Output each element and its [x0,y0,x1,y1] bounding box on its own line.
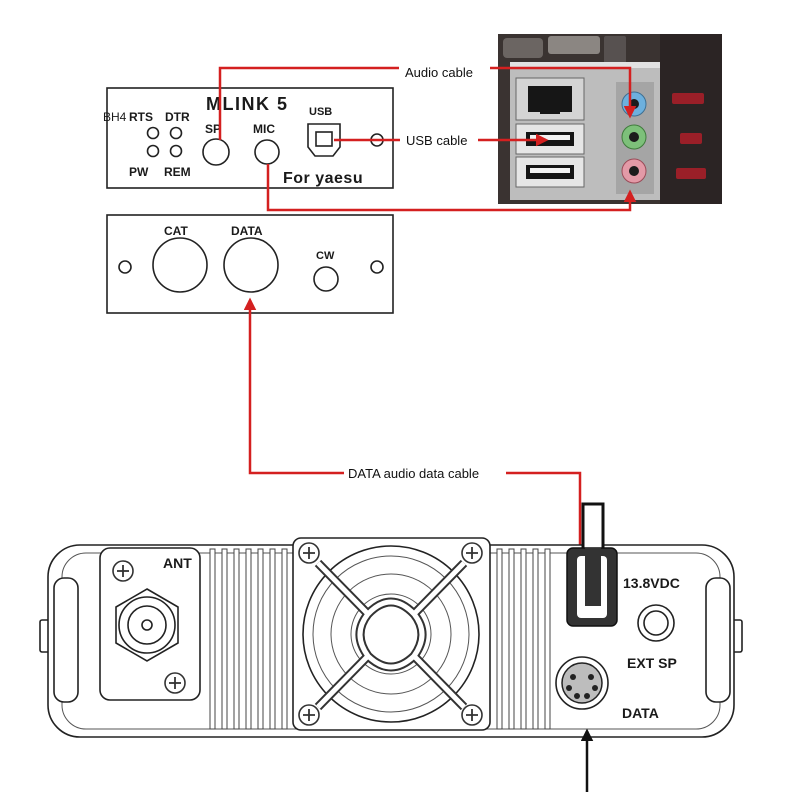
audio-cable: Audio cable [218,65,637,140]
cw-port [313,266,339,292]
heatsink-fin [532,548,539,730]
radio-data-port: DATA [555,656,659,721]
ext-sp-label: EXT SP [627,655,677,671]
led-label-pw: PW [129,165,149,179]
mlink-front-panel: MLINK 5 BH4 RTS DTR PW REM SP MIC USB Fo… [103,87,394,189]
heatsink-fins-right [496,548,551,730]
brand-label: For yaesu [283,170,363,187]
radio-handle-right [705,577,731,703]
rj45-clip [540,108,560,114]
ext-sp-jack-inner [643,610,669,636]
ant-label: ANT [163,555,192,571]
usb-label: USB [309,106,332,118]
data-din-inner [561,662,603,704]
led-label-rem: REM [164,165,191,179]
mic-jack [254,139,280,165]
capacitor [548,36,600,54]
watermark-text: BH4 [103,110,127,124]
usb-b-port-inner [315,131,333,147]
fan-ring [350,593,432,675]
screw-slot [466,547,478,559]
data-din-pin [570,674,576,680]
radio-rear: ANT 13.8VDC [39,502,743,792]
heatsink-fin [544,548,551,730]
sp-label: SP [205,122,221,136]
power-label: 13.8VDC [623,575,680,591]
data-din-pin [566,685,572,691]
heatsink-fin [508,548,515,730]
screw-slot [466,709,478,721]
power-connector: 13.8VDC [566,502,680,627]
usb-a-tongue [530,135,570,140]
mic-label: MIC [253,122,275,136]
led-dtr [169,126,183,140]
heatsink-fins-left [209,548,288,730]
cat-port [152,237,208,293]
data-cable-arrow-up [243,297,344,475]
usb-cable: USB cable [334,133,549,148]
heatsink-fin [221,548,228,730]
audio-cable-line [218,66,399,140]
mount-hole-right [370,260,384,274]
radio-data-label: DATA [622,705,659,721]
cw-label: CW [316,250,335,262]
antenna-connector-panel: ANT [99,547,201,701]
audio-cable-label: Audio cable [405,65,473,80]
fan-ring [312,555,470,713]
heatsink-fin [520,548,527,730]
data-din-pin [592,685,598,691]
ant-connector-pin [141,619,153,631]
port-marking [680,133,702,144]
screw-slot [303,547,315,559]
heatsink-fin [233,548,240,730]
sp-jack [202,138,230,166]
data-port [223,237,279,293]
fan-grille-inner [316,561,466,709]
radio-handle-left [53,577,79,703]
mic-cable-arrow [266,164,637,212]
usb-cable-label: USB cable [406,133,467,148]
mic-cable [266,164,637,212]
data-label: DATA [231,224,263,238]
port-marking [676,168,706,179]
fan-ring [330,573,452,695]
led-label-dtr: DTR [165,110,190,124]
led-rts [146,126,160,140]
heatsink-fin [209,548,216,730]
audio-jack-hole [629,166,639,176]
data-din-pin [584,693,590,699]
heatsink-fin [257,548,264,730]
data-cable-label: DATA audio data cable [348,466,479,481]
mlink-rear-panel: CAT DATA CW [106,214,394,314]
heatsink-fin [245,548,252,730]
heatsink-fin [281,548,288,730]
rj45-socket [528,86,572,112]
power-plug-prong [585,548,601,606]
audio-cable-arrow [490,66,637,119]
capacitor [503,38,543,58]
usb-a-tongue [530,168,570,173]
mount-hole-left [118,260,132,274]
led-pw [146,144,160,158]
cooling-fan [292,537,491,731]
screw-slot [303,709,315,721]
led-rem [169,144,183,158]
pc-io-panel-photo [498,34,722,204]
device-title: MLINK 5 [206,94,289,114]
heatsink-fin [496,548,503,730]
io-shield-edge [510,62,660,68]
ext-speaker-jack: EXT SP [627,604,677,671]
data-din-pin [574,693,580,699]
data-din-pin [588,674,594,680]
audio-jack-hole [629,132,639,142]
cat-label: CAT [164,224,188,238]
led-label-rts: RTS [129,110,153,124]
heatsink-fin [269,548,276,730]
port-marking [672,93,704,104]
